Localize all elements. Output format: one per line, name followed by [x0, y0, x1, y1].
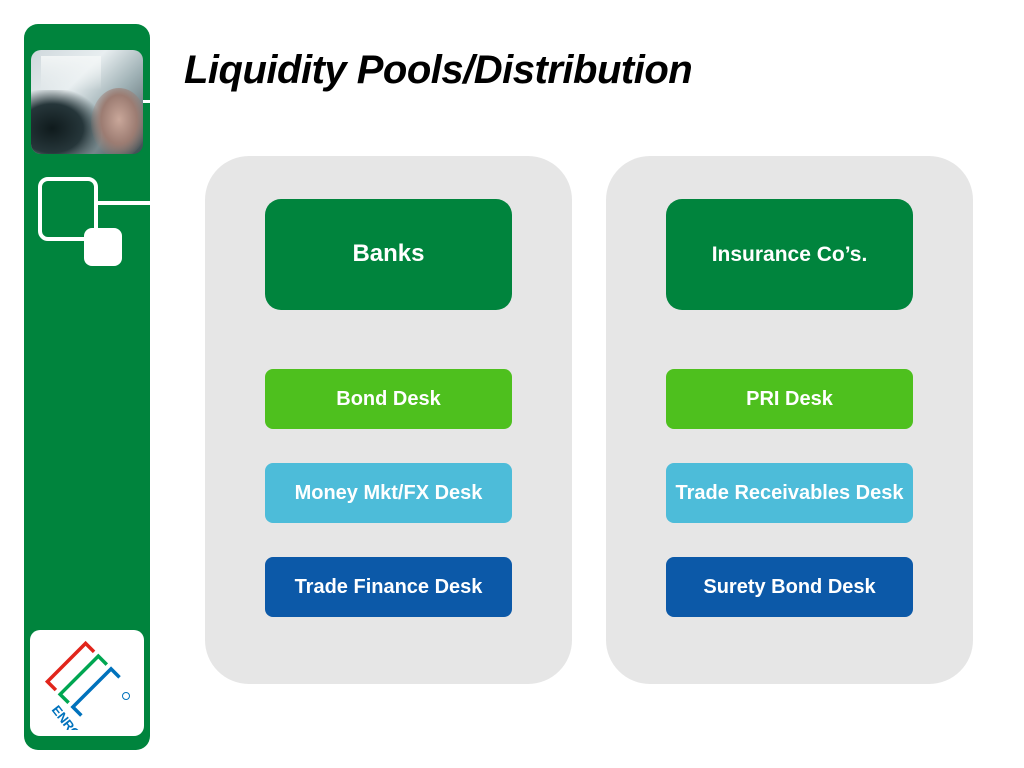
- page-title: Liquidity Pools/Distribution: [184, 48, 693, 92]
- registered-mark-icon: [122, 692, 130, 700]
- desk-box: Money Mkt/FX Desk: [265, 463, 512, 523]
- decorative-connector-line: [98, 201, 150, 205]
- decorative-solid-square: [84, 228, 122, 266]
- enron-crooked-e-icon: ENRON: [44, 640, 130, 730]
- desk-box: Bond Desk: [265, 369, 512, 429]
- panel-banks: Banks Bond Desk Money Mkt/FX Desk Trade …: [205, 156, 572, 684]
- photo-face: [91, 88, 143, 154]
- desk-box: PRI Desk: [666, 369, 913, 429]
- person-photo: [31, 50, 143, 154]
- panel-insurance: Insurance Co’s. PRI Desk Trade Receivabl…: [606, 156, 973, 684]
- enron-logo: ENRON: [30, 630, 144, 736]
- desk-box: Surety Bond Desk: [666, 557, 913, 617]
- panel-header: Insurance Co’s.: [666, 199, 913, 310]
- decorative-line: [143, 100, 150, 103]
- panel-header: Banks: [265, 199, 512, 310]
- desk-box: Trade Finance Desk: [265, 557, 512, 617]
- desk-box: Trade Receivables Desk: [666, 463, 913, 523]
- photo-glare: [41, 56, 101, 90]
- decorative-outline-square: [38, 177, 98, 241]
- logo-wordmark: ENRON: [49, 703, 90, 730]
- photo-shadow: [31, 90, 101, 154]
